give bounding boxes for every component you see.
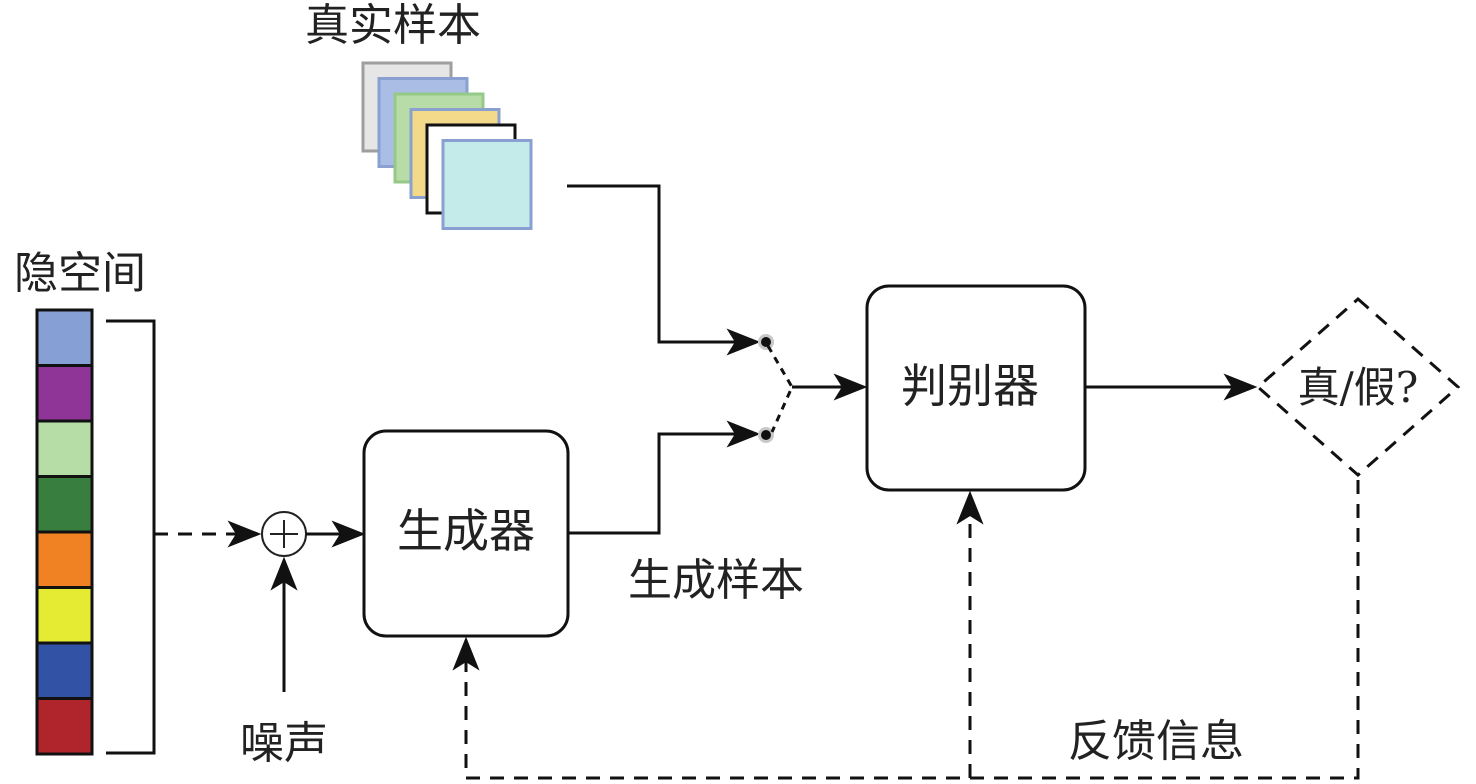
decision-diamond (1255, 297, 1461, 477)
real-samples-arrow (567, 184, 761, 356)
latent-cell (35, 308, 94, 367)
generated-samples-label: 生成样本 (628, 555, 804, 606)
latent-bracket (106, 319, 156, 755)
feedback-label: 反馈信息 (1068, 716, 1244, 767)
real-sample-card (441, 139, 533, 230)
discriminator-label: 判别器 (901, 359, 1039, 413)
switch-contact-top (761, 337, 771, 347)
latent-cell (35, 475, 94, 534)
latent-vector (35, 308, 94, 756)
latent-space-label: 隐空间 (14, 248, 146, 299)
noise-label: 噪声 (240, 718, 328, 769)
latent-cell (35, 586, 94, 645)
sum-node (261, 511, 307, 557)
real-samples-stack (361, 61, 533, 230)
latent-cell (35, 641, 94, 700)
switch-contact-bottom (761, 430, 771, 440)
latent-cell (35, 697, 94, 756)
real-samples-label: 真实样本 (305, 0, 481, 51)
generator-label: 生成器 (397, 504, 535, 558)
real-fake-label: 真/假? (1298, 363, 1419, 412)
latent-cell (35, 364, 94, 423)
latent-cell (35, 530, 94, 589)
generator-output-arrow (568, 420, 761, 535)
latent-cell (35, 419, 94, 478)
switch-lever (766, 345, 794, 433)
feedback-to-generator-arrow (452, 480, 1360, 780)
switch (758, 334, 794, 443)
